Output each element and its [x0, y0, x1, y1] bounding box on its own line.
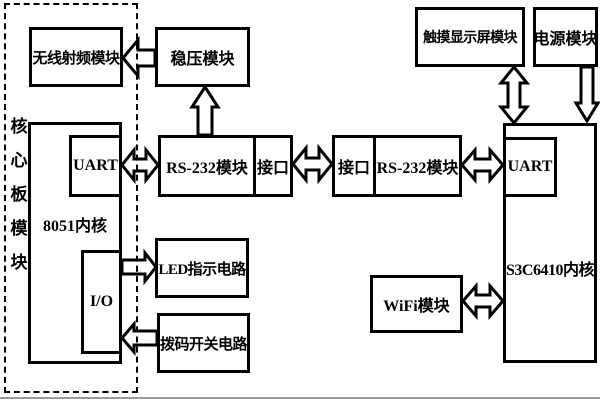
touch-display-module-label: 触摸显示屏模块: [423, 31, 517, 46]
io-label: I/O: [89, 293, 114, 310]
wireless-rf-module-box: 无线射频模块: [29, 27, 123, 87]
interface-left-label: 接口: [256, 160, 289, 177]
arrow-uart-rs232-bidirectional: [120, 145, 160, 185]
core-board-module-label: 核心板模块: [10, 117, 28, 272]
arrow-rs232-uart-right-bidirectional: [460, 145, 505, 185]
bottom-edge-line: [0, 397, 600, 399]
rs232-left-cell: RS-232模块: [161, 138, 253, 194]
wireless-rf-module-label: 无线射频模块: [32, 50, 120, 67]
arrow-power-to-soc: [573, 65, 600, 124]
power-module-box: 电源模块: [533, 7, 598, 67]
uart-left-label: UART: [73, 157, 118, 174]
rs232-left-label: RS-232模块: [166, 160, 248, 177]
soc-s3c6410-core-label: S3C6410内核: [506, 262, 594, 279]
wifi-module-box: WiFi模块: [370, 275, 463, 333]
arrow-io-to-led: [120, 248, 158, 286]
uart-right-label: UART: [507, 158, 553, 175]
rs232-right-label: RS-232模块: [376, 160, 459, 177]
power-module-label: 电源模块: [533, 31, 598, 48]
voltage-regulator-module-label: 稳压模块: [170, 51, 235, 68]
interface-right-label: 接口: [337, 160, 370, 177]
arrow-touchscreen-soc-bidirectional: [497, 64, 531, 126]
interface-right-cell: 接口: [335, 138, 373, 194]
rs232-right-cell: RS-232模块: [373, 138, 459, 194]
arrow-wifi-soc-bidirectional: [461, 281, 505, 321]
dip-switch-circuit-label: 拨码开关电路: [160, 336, 248, 353]
dip-switch-circuit-box: 拨码开关电路: [157, 313, 250, 373]
touch-display-module-box: 触摸显示屏模块: [415, 7, 525, 67]
led-circuit-box: LED指示电路: [155, 238, 249, 298]
wifi-module-label: WiFi模块: [383, 298, 450, 315]
uart-left-box: UART: [69, 135, 122, 197]
arrow-interface-interface-bidirectional: [291, 143, 334, 185]
voltage-regulator-module-box: 稳压模块: [155, 27, 250, 87]
interface-rs232-right-box: 接口 RS-232模块: [332, 135, 462, 197]
arrow-rs232-to-regulator: [189, 84, 221, 137]
uart-right-box: UART: [503, 137, 557, 197]
arrow-regulator-to-rf: [121, 35, 157, 81]
io-box: I/O: [81, 250, 122, 354]
interface-left-cell: 接口: [253, 138, 290, 194]
arrow-dipswitch-to-io: [120, 319, 159, 357]
mcu-8051-core-label: 8051内核: [42, 218, 107, 235]
rs232-interface-left-box: RS-232模块 接口: [158, 135, 293, 197]
led-circuit-label: LED指示电路: [158, 261, 246, 278]
